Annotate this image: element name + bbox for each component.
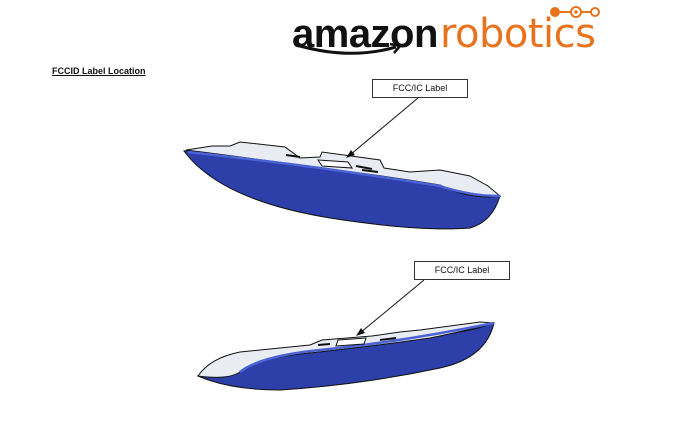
robot-circuit-icon (550, 6, 601, 18)
amazon-smile-icon (299, 42, 403, 55)
logo-robotics-text: robotics (439, 11, 596, 57)
robot-part-figure-2 (196, 279, 495, 391)
amazon-robotics-logo: amazon robotics (292, 6, 601, 57)
robot-part-figure-1 (183, 97, 502, 230)
document-heading: FCCID Label Location (52, 66, 146, 76)
fcc-ic-label-callout-2: FCC/IC Label (414, 261, 510, 280)
fcc-ic-label-callout-1: FCC/IC Label (372, 79, 468, 98)
